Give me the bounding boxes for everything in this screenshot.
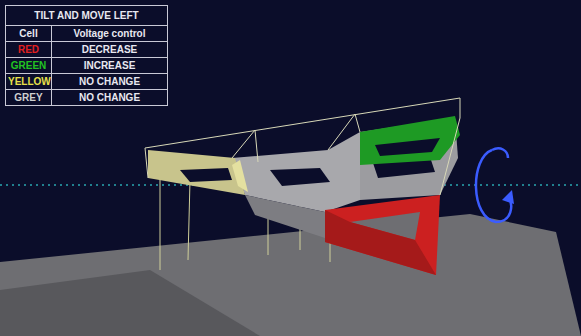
table-row: CellVoltage control xyxy=(6,25,167,41)
table-row: REDDECREASE xyxy=(6,41,167,57)
table-cell: Voltage control xyxy=(52,26,167,41)
table-cell: INCREASE xyxy=(52,58,167,73)
table-cell: YELLOW xyxy=(6,74,52,89)
table-cell: GREEN xyxy=(6,58,52,73)
table-cell: GREY xyxy=(6,90,52,105)
legend-table: TILT AND MOVE LEFTCellVoltage controlRED… xyxy=(5,5,168,106)
table-cell: RED xyxy=(6,42,52,57)
table-cell: DECREASE xyxy=(52,42,167,57)
table-title: TILT AND MOVE LEFT xyxy=(6,6,167,25)
table-cell: NO CHANGE xyxy=(52,74,167,89)
table-row: YELLOWNO CHANGE xyxy=(6,73,167,89)
table-row: GREYNO CHANGE xyxy=(6,89,167,105)
table-row: GREENINCREASE xyxy=(6,57,167,73)
table-cell: NO CHANGE xyxy=(52,90,167,105)
table-cell: Cell xyxy=(6,26,52,41)
